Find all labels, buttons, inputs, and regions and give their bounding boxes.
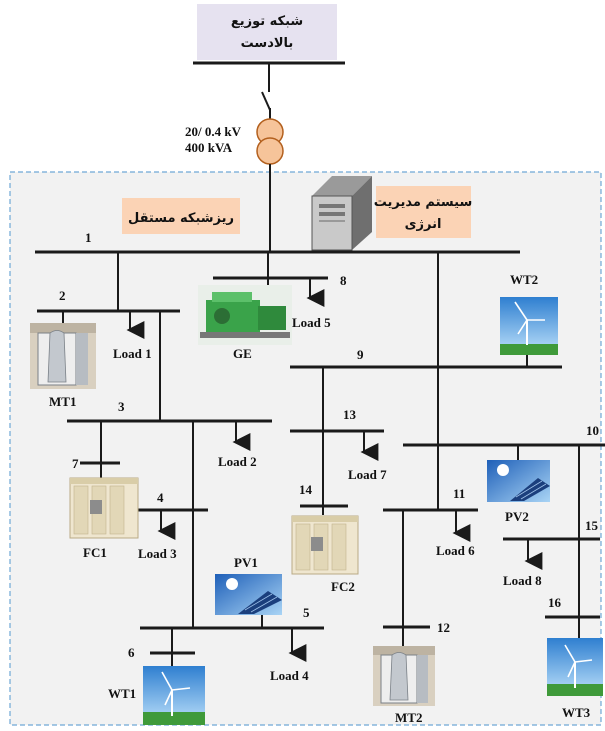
bus-14-label: 14 <box>299 482 313 497</box>
transformer-ratio: 20/ 0.4 kV <box>185 124 242 139</box>
transformer-rating: 400 kVA <box>185 140 233 155</box>
bus-15-label: 15 <box>585 518 599 533</box>
transformer <box>256 118 284 165</box>
ems-label-2: انرژی <box>405 217 442 232</box>
upstream-label-1: شبکه توزیع <box>231 14 303 29</box>
bus-11-label: 11 <box>453 486 465 501</box>
load-5-label: Load 5 <box>292 315 331 330</box>
gas-engine-icon <box>198 285 292 345</box>
ems-label-1: سیستم مدیریت <box>374 195 473 210</box>
wt3-label: WT3 <box>562 705 591 720</box>
load-arrows <box>126 278 543 662</box>
fc2-label: FC2 <box>331 579 355 594</box>
load-1-label: Load 1 <box>113 346 152 361</box>
wind-turbine-icon <box>500 297 558 355</box>
ems-label: سیستم مدیریت انرژی <box>374 186 473 238</box>
bus-7-label: 7 <box>72 456 79 471</box>
wt2-label: WT2 <box>510 272 538 287</box>
bus-3-label: 3 <box>118 399 125 414</box>
load-4-label: Load 4 <box>270 668 309 683</box>
pv-panel-icon <box>215 574 282 615</box>
bus-16-label: 16 <box>548 595 562 610</box>
load-8-label: Load 8 <box>503 573 542 588</box>
server-icon <box>311 176 372 251</box>
bus-9-label: 9 <box>357 347 364 362</box>
pv-panel-icon <box>487 460 550 502</box>
upstream-network: شبکه توزیع بالادست <box>197 4 337 60</box>
load-7-label: Load 7 <box>348 467 387 482</box>
breaker-switch <box>261 91 271 111</box>
microgrid-label-text: ریزشبکه مستقل <box>128 211 234 226</box>
bus-5-label: 5 <box>303 605 310 620</box>
upstream-label-2: بالادست <box>241 36 294 51</box>
microturbine-icon <box>30 323 96 389</box>
bus-6-label: 6 <box>128 645 135 660</box>
fuelcell-icon <box>291 515 359 575</box>
wt1-label: WT1 <box>108 686 136 701</box>
ge-label: GE <box>233 346 252 361</box>
bus-1-label: 1 <box>85 230 92 245</box>
pv2-label: PV2 <box>505 509 529 524</box>
bus-8-label: 8 <box>340 273 347 288</box>
microgrid-area <box>9 171 602 726</box>
load-3-label: Load 3 <box>138 546 177 561</box>
fc1-label: FC1 <box>83 545 107 560</box>
wind-turbine-icon <box>547 638 603 696</box>
mt2-label: MT2 <box>395 710 422 725</box>
bus-2-label: 2 <box>59 288 66 303</box>
fuelcell-icon <box>69 477 139 539</box>
pv1-label: PV1 <box>234 555 258 570</box>
connection-lines <box>62 252 580 666</box>
bus-12-label: 12 <box>437 620 450 635</box>
bus-10-label: 10 <box>586 423 599 438</box>
microturbine-icon <box>373 646 435 706</box>
bus-4-label: 4 <box>157 490 164 505</box>
microgrid-label: ریزشبکه مستقل <box>122 198 240 234</box>
mt1-label: MT1 <box>49 394 76 409</box>
wind-turbine-icon <box>143 666 205 725</box>
bus-13-label: 13 <box>343 407 357 422</box>
load-6-label: Load 6 <box>436 543 475 558</box>
load-2-label: Load 2 <box>218 454 257 469</box>
